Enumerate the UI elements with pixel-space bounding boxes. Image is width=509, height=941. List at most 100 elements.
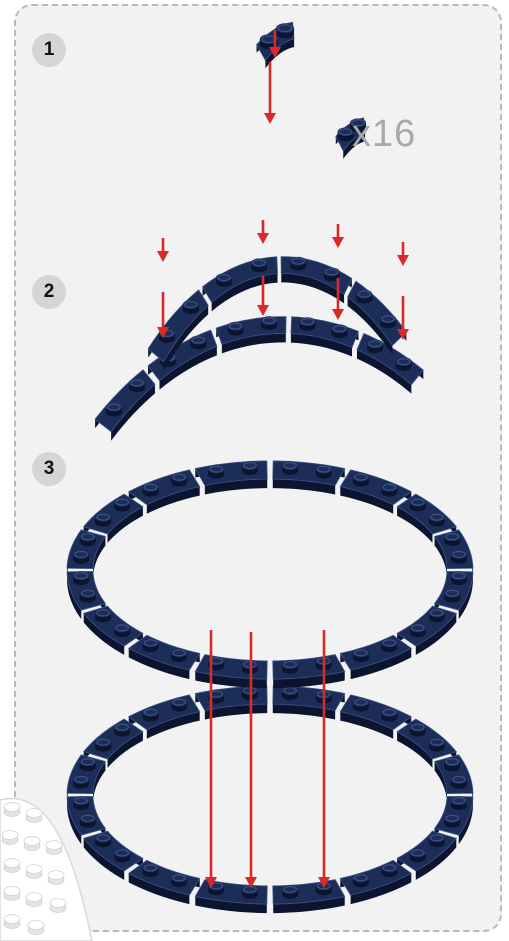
lower-arc-row — [94, 316, 424, 441]
down-arrow-icon — [157, 292, 169, 338]
stud-icon — [142, 863, 159, 878]
baseplate-stud-icon — [25, 892, 43, 907]
stud-icon — [95, 833, 112, 848]
stud-icon — [428, 833, 445, 848]
stud-icon — [356, 289, 373, 304]
stud-icon — [241, 461, 258, 475]
stud-icon — [95, 512, 112, 527]
stud-icon — [352, 472, 369, 487]
stud-icon — [299, 317, 316, 332]
stud-icon — [114, 497, 131, 512]
arc-plate-icon — [347, 280, 407, 355]
arc-plate-icon — [396, 493, 458, 543]
down-arrow-icon — [397, 242, 409, 266]
arc-plate-icon — [82, 605, 144, 655]
stud-icon — [73, 550, 90, 564]
arc-plate-icon — [272, 685, 346, 720]
arc-plate-icon — [127, 859, 201, 905]
curved-plate-icon — [335, 117, 367, 159]
arc-plate-icon — [396, 605, 458, 655]
stud-icon — [381, 707, 398, 722]
stud-icon — [216, 273, 233, 287]
stud-icon — [444, 588, 461, 603]
baseplate-stud-icon — [1, 830, 19, 845]
arc-plate-icon — [194, 654, 268, 689]
arc-plate-icon — [82, 718, 144, 768]
stud-icon — [323, 267, 340, 282]
stud-icon — [282, 461, 299, 475]
stud-icon — [428, 512, 445, 527]
arc-plate-icon — [335, 117, 367, 159]
stud-icon — [409, 848, 426, 863]
arc-plate-icon — [82, 830, 144, 880]
stud-icon — [208, 464, 225, 479]
arc-plate-icon — [339, 634, 413, 680]
down-arrow-icon — [332, 278, 344, 320]
stud-icon — [114, 623, 131, 638]
arc-plate-icon — [433, 571, 474, 620]
stud-icon — [171, 873, 188, 888]
stud-icon — [105, 402, 122, 417]
stud-icon — [290, 256, 307, 271]
stud-icon — [381, 482, 398, 497]
stud-icon — [444, 813, 461, 828]
arc-plate-icon — [272, 460, 346, 495]
stud-icon — [241, 885, 258, 899]
arc-plate-icon — [66, 754, 107, 803]
stud-icon — [282, 686, 299, 700]
stud-icon — [79, 757, 96, 772]
baseplate-stud-icon — [3, 886, 21, 901]
arc-plate-icon — [280, 256, 353, 304]
stud-icon — [79, 532, 96, 547]
arc-plate-icon — [396, 830, 458, 880]
stud-icon — [428, 737, 445, 752]
stud-icon — [182, 300, 199, 314]
baseplate-stud-icon — [25, 864, 43, 879]
stud-icon — [450, 796, 467, 810]
stud-icon — [171, 697, 188, 712]
quantity-label: x16 — [352, 113, 417, 155]
step-number-badge: 1 — [32, 33, 66, 67]
step-number-badge: 2 — [32, 275, 66, 309]
stud-icon — [95, 737, 112, 752]
stud-icon — [450, 571, 467, 585]
stud-icon — [381, 863, 398, 878]
baseplate-stud-icon — [49, 898, 67, 913]
down-arrow-icon — [257, 276, 269, 316]
stud-icon — [142, 482, 159, 497]
stud-icon — [350, 118, 367, 133]
arc-plate-icon — [194, 685, 268, 720]
baseplate-stud-icon — [3, 914, 21, 929]
stud-icon — [171, 472, 188, 487]
stud-icon — [128, 378, 145, 393]
stud-icon — [315, 464, 332, 479]
baseplate-stud-icon — [25, 808, 43, 823]
arc-plate-icon — [194, 460, 268, 495]
stud-icon — [315, 881, 332, 896]
down-arrow-icon — [245, 632, 257, 888]
down-arrow-icon — [332, 224, 344, 248]
arc-plate-icon — [215, 316, 287, 354]
arc-plate-icon — [127, 469, 201, 514]
arc-plate-icon — [433, 529, 474, 578]
stud-icon — [73, 571, 90, 585]
stud-icon — [142, 707, 159, 722]
bottom-ring-icon — [66, 685, 474, 914]
arc-plate-icon — [339, 469, 413, 514]
stud-icon — [444, 532, 461, 547]
stud-icon — [114, 848, 131, 863]
stud-icon — [79, 588, 96, 603]
baseplate-stud-icon — [3, 802, 21, 817]
stud-icon — [444, 757, 461, 772]
stud-icon — [251, 258, 268, 273]
stud-icon — [276, 23, 295, 39]
stud-icon — [450, 550, 467, 564]
down-arrow-icon — [264, 62, 276, 124]
arc-plate-icon — [272, 879, 346, 914]
stud-icon — [352, 697, 369, 712]
baseplate-stud-icon — [45, 840, 63, 855]
top-ring-icon — [66, 460, 474, 689]
step-number-badge: 3 — [32, 452, 66, 486]
arc-plate-icon — [94, 369, 156, 441]
